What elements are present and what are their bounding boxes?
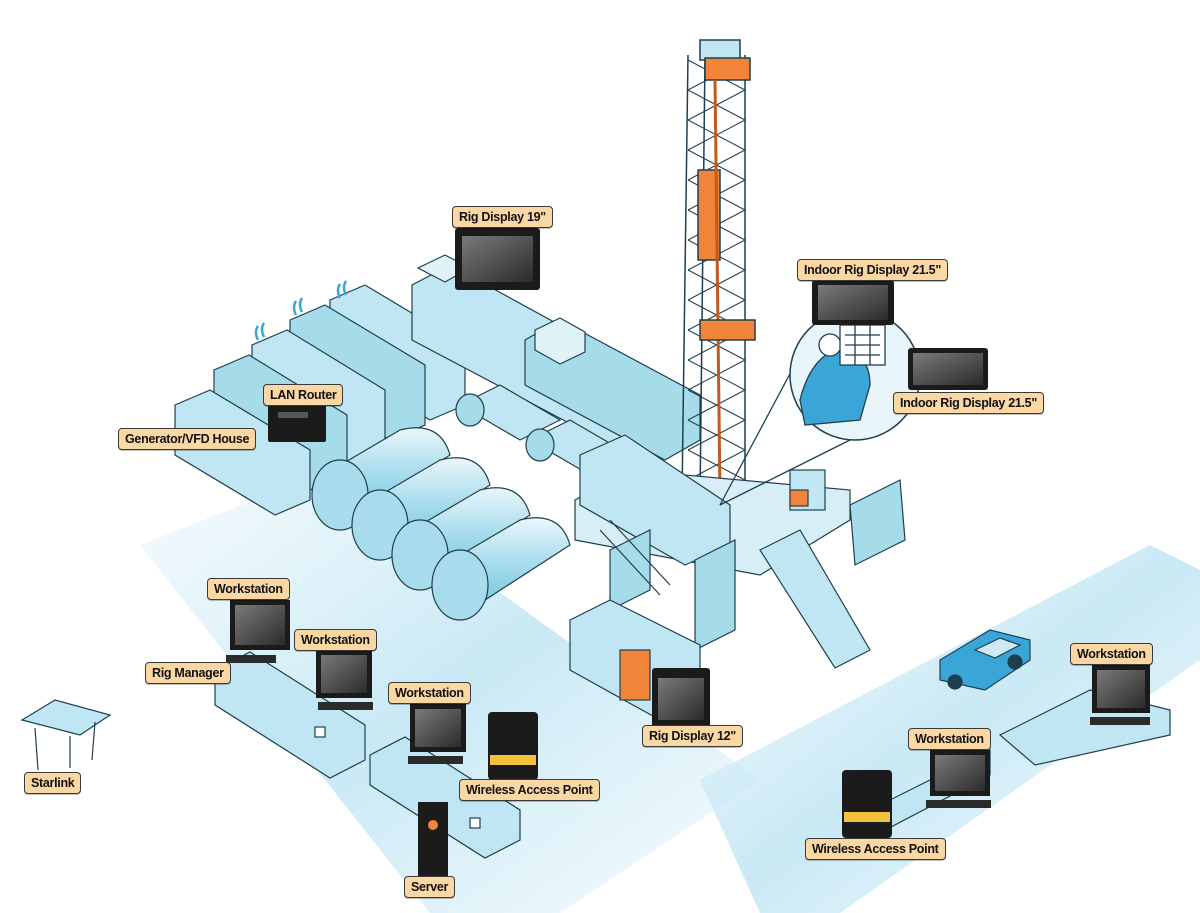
rig-display-12-device	[652, 668, 710, 728]
label-indoor-rig-display-b: Indoor Rig Display 21.5"	[893, 392, 1044, 414]
workstation-1-device	[226, 600, 290, 663]
rig-manager-trailer	[214, 651, 366, 779]
label-rig-display-19: Rig Display 19"	[452, 206, 553, 228]
derrick-mast	[681, 39, 756, 501]
zoom-callout	[719, 309, 921, 506]
workstation-5-device	[1090, 665, 1150, 725]
drill-floor	[574, 434, 906, 669]
rig-display-19-device	[455, 228, 540, 290]
label-workstation-2: Workstation	[294, 629, 377, 651]
label-lan-router: LAN Router	[263, 384, 344, 406]
lan-router-device	[268, 402, 326, 442]
workstation-4-device	[926, 750, 991, 808]
pickup-truck	[939, 629, 1031, 691]
label-workstation-4: Workstation	[908, 728, 991, 750]
starlink-station	[20, 699, 112, 771]
label-workstation-1: Workstation	[207, 578, 290, 600]
label-generator-vfd-house: Generator/VFD House	[118, 428, 257, 450]
server-device	[418, 802, 448, 876]
workstation-3-device	[408, 704, 466, 764]
label-workstation-5: Workstation	[1070, 643, 1153, 665]
wireless-access-point-2-device	[842, 770, 892, 838]
devices	[226, 228, 1150, 876]
server-trailer	[369, 736, 521, 859]
label-rig-display-12: Rig Display 12"	[642, 725, 743, 747]
label-indoor-rig-display-a: Indoor Rig Display 21.5"	[797, 259, 948, 281]
label-server: Server	[404, 876, 456, 898]
wireless-access-point-1-device	[488, 712, 538, 780]
mud-tank-buildings	[411, 254, 701, 461]
label-workstation-3: Workstation	[388, 682, 471, 704]
label-rig-manager: Rig Manager	[145, 662, 231, 684]
label-wireless-access-point-1: Wireless Access Point	[459, 779, 600, 801]
label-starlink: Starlink	[24, 772, 82, 794]
indoor-rig-display-a-device	[812, 280, 894, 325]
label-wireless-access-point-2: Wireless Access Point	[805, 838, 946, 860]
workstation-2-device	[316, 650, 373, 710]
indoor-rig-display-b-device	[908, 348, 988, 390]
fuel-tanks	[311, 427, 571, 621]
